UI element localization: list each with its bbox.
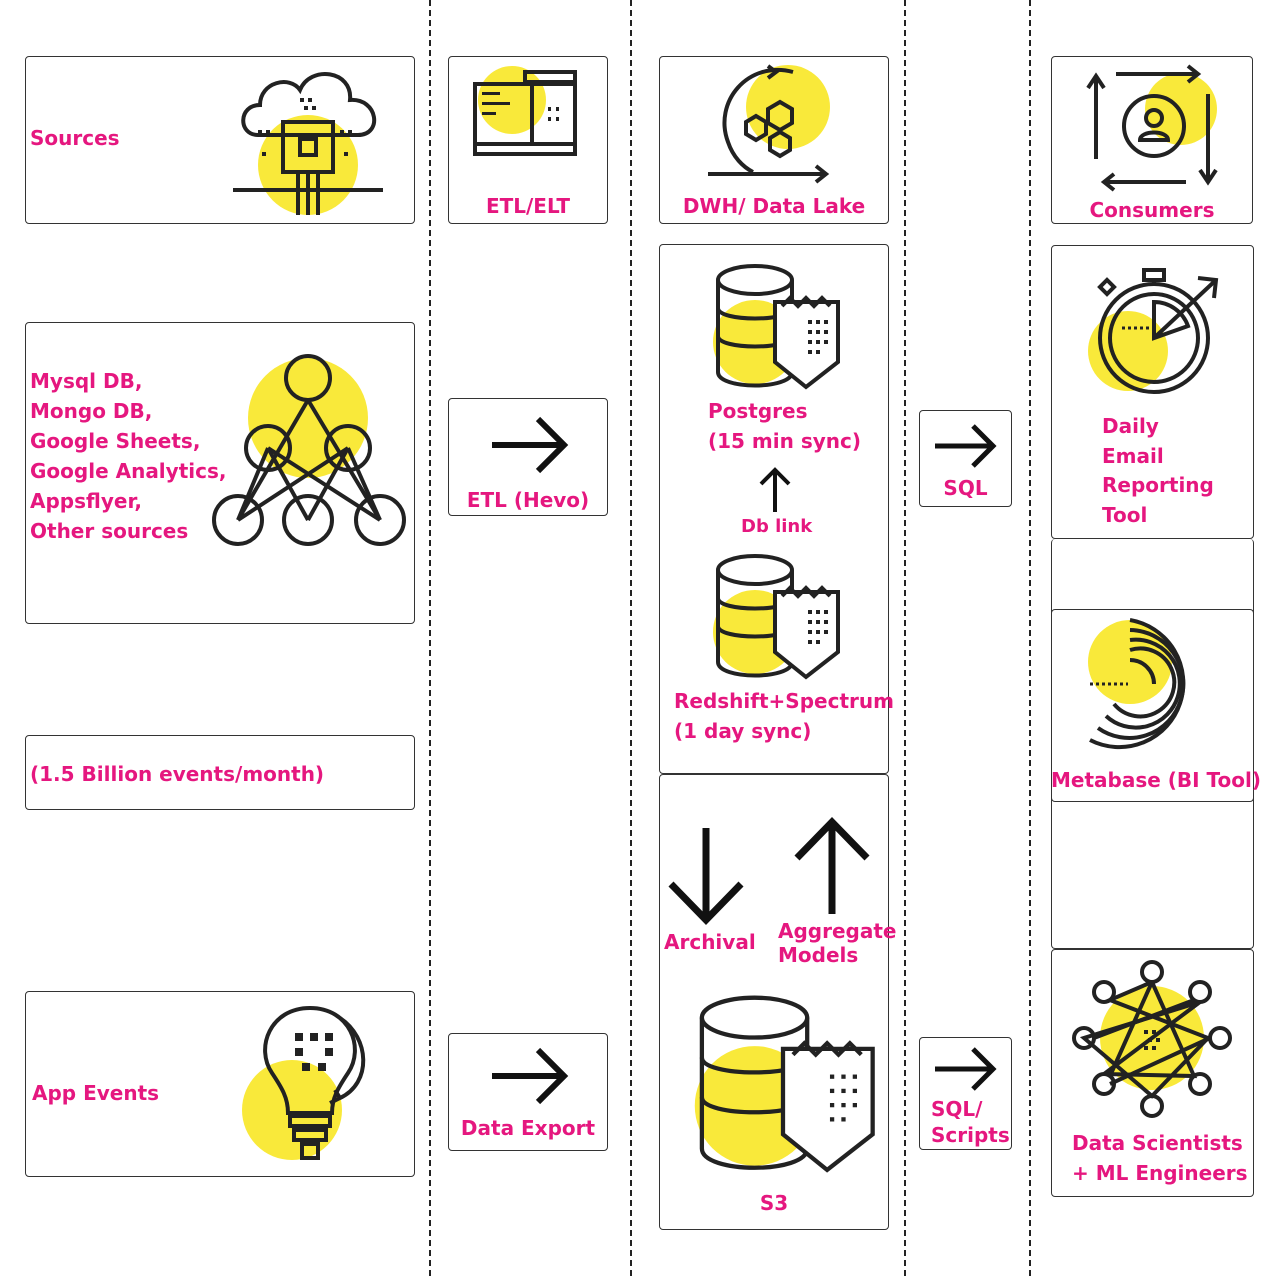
column-divider-1 bbox=[429, 0, 431, 1276]
aggregate-line-1: Aggregate bbox=[778, 919, 897, 943]
daily-email-line-2: Email bbox=[1102, 443, 1164, 468]
lightbulb-icon bbox=[242, 1005, 366, 1160]
column-divider-3 bbox=[904, 0, 906, 1276]
sources-list: Mysql DB, Mongo DB, Google Sheets, Googl… bbox=[30, 366, 226, 546]
etl-hevo-box bbox=[448, 398, 608, 516]
etl-tools-icon bbox=[473, 66, 577, 156]
arrow-right-icon bbox=[935, 1047, 997, 1091]
consumer-cycle-icon bbox=[1086, 64, 1218, 192]
s3-label: S3 bbox=[759, 1191, 789, 1215]
data-scientists-line-1: Data Scientists bbox=[1072, 1131, 1243, 1155]
app-events-box bbox=[25, 991, 415, 1177]
metabase-label: Metabase (BI Tool) bbox=[1051, 768, 1262, 792]
etl-hevo-label: ETL (Hevo) bbox=[466, 488, 590, 512]
database-shield-icon bbox=[713, 554, 840, 680]
stopwatch-chart-icon bbox=[1088, 268, 1219, 394]
consumers-header-label: Consumers bbox=[1089, 198, 1215, 222]
daily-email-line-3: Reporting bbox=[1102, 473, 1214, 497]
sources-header-label: Sources bbox=[30, 126, 120, 150]
source-item: Mysql DB, bbox=[30, 369, 143, 393]
star-network-icon bbox=[1072, 960, 1232, 1118]
data-scientists-line-2: + ML Engineers bbox=[1072, 1161, 1248, 1185]
aggregate-label: Aggregate Models bbox=[778, 919, 896, 967]
sql-label: SQL bbox=[943, 476, 988, 500]
source-item: Appsflyer, bbox=[30, 489, 142, 513]
source-item: Mongo DB, bbox=[30, 399, 153, 423]
postgres-sync: (15 min sync) bbox=[708, 429, 862, 453]
archival-label: Archival bbox=[664, 930, 756, 954]
arrow-right-icon bbox=[935, 424, 997, 468]
source-item: Other sources bbox=[30, 519, 189, 543]
daily-email-line-1: Daily bbox=[1102, 414, 1159, 438]
redshift-label: Redshift+Spectrum (1 day sync) bbox=[674, 686, 894, 746]
data-export-box bbox=[448, 1033, 608, 1151]
postgres-name: Postgres bbox=[708, 399, 808, 423]
arrow-up-icon bbox=[759, 467, 791, 512]
etl-header-label: ETL/ELT bbox=[485, 194, 571, 218]
source-item: Google Sheets, bbox=[30, 429, 201, 453]
aggregate-line-2: Models bbox=[778, 943, 859, 967]
daily-email-line-4: Tool bbox=[1102, 502, 1148, 527]
arrow-up-icon bbox=[794, 816, 870, 914]
database-shield-icon bbox=[713, 264, 840, 390]
cycle-hexagon-icon bbox=[708, 64, 830, 184]
arrow-down-icon bbox=[668, 828, 744, 926]
database-shield-icon bbox=[694, 995, 875, 1173]
volume-label: (1.5 Billion events/month) bbox=[30, 762, 325, 786]
radial-chart-icon bbox=[1088, 618, 1186, 750]
arrow-right-icon bbox=[492, 1047, 569, 1105]
daily-email-label: Daily Email Reporting Tool bbox=[1102, 412, 1214, 530]
data-export-label: Data Export bbox=[460, 1116, 596, 1140]
redshift-sync: (1 day sync) bbox=[674, 719, 812, 743]
app-events-label: App Events bbox=[32, 1081, 160, 1105]
column-divider-2 bbox=[630, 0, 632, 1276]
sql-scripts-label: SQL/ Scripts bbox=[931, 1096, 1010, 1148]
sql-scripts-line-1: SQL/ bbox=[931, 1097, 983, 1121]
column-divider-4 bbox=[1029, 0, 1031, 1276]
db-link-label: Db link bbox=[741, 516, 813, 537]
network-graph-icon bbox=[212, 354, 406, 546]
cloud-chip-icon bbox=[233, 72, 383, 215]
data-scientists-label: Data Scientists + ML Engineers bbox=[1072, 1128, 1248, 1188]
postgres-label: Postgres (15 min sync) bbox=[708, 396, 861, 456]
arrow-right-icon bbox=[492, 416, 569, 474]
sql-scripts-line-2: Scripts bbox=[931, 1123, 1010, 1147]
source-item: Google Analytics, bbox=[30, 459, 227, 483]
sql-box bbox=[919, 410, 1012, 507]
volume-box bbox=[25, 735, 415, 810]
redshift-name: Redshift+Spectrum bbox=[674, 689, 894, 713]
sql-scripts-box bbox=[919, 1037, 1012, 1150]
dwh-header-label: DWH/ Data Lake bbox=[682, 194, 866, 218]
